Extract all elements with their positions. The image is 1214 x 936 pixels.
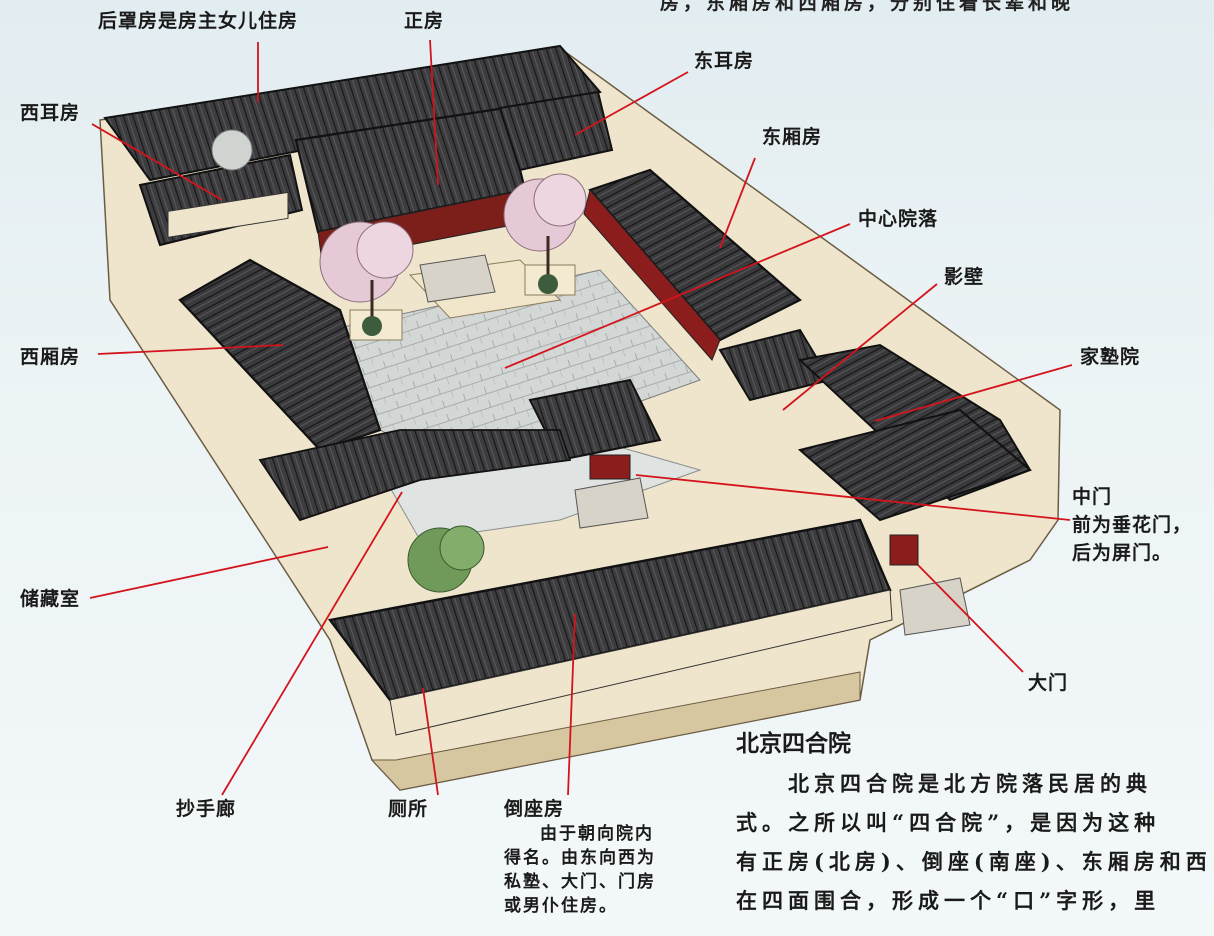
- label-east-ear-house: 东耳房: [694, 50, 755, 72]
- label-central-courtyard: 中心院落: [858, 208, 939, 230]
- label-west-ear-house: 西耳房: [20, 102, 81, 124]
- leader-dongerfang: [574, 71, 689, 136]
- leader-jiashuyuan: [874, 364, 1073, 422]
- leader-yingbi: [782, 283, 938, 411]
- leader-damen: [917, 564, 1024, 673]
- front-row-wall: [389, 589, 893, 736]
- south-house-note-line2: 得名。由东向西为: [504, 848, 656, 868]
- main-gate-door: [889, 534, 919, 566]
- leader-zhengfang: [429, 39, 439, 186]
- south-house-note-line1: 由于朝向院内: [540, 824, 654, 844]
- rear-tree: [211, 129, 253, 171]
- leader-chaoshoulang: [221, 491, 403, 796]
- label-middle-gate: 中门: [1072, 486, 1113, 508]
- label-school-yard: 家塾院: [1080, 346, 1141, 368]
- tree-east: [503, 173, 587, 296]
- south-house-note-line4: 或男仆住房。: [504, 896, 618, 916]
- west-wing-roof: [178, 258, 382, 452]
- east-wing-front: [583, 188, 721, 361]
- label-middle-gate-desc2: 后为屏门。: [1072, 542, 1173, 564]
- compound-base-side: [370, 671, 861, 791]
- south-house-note-line3: 私塾、大门、门房: [504, 872, 656, 892]
- label-south-house: 倒座房: [504, 798, 565, 820]
- main-gate-steps: [899, 577, 971, 636]
- label-storage-room: 储藏室: [20, 588, 81, 610]
- tree-west: [319, 221, 414, 341]
- west-ear-wall: [167, 191, 289, 238]
- label-main-gate: 大门: [1028, 672, 1069, 694]
- article-line-3: 有正房(北房)、倒座(南座)、东厢房和西: [736, 849, 1212, 874]
- leader-xixiangfang: [97, 344, 284, 355]
- article-line-4: 在四面围合，形成一个“口”字形，里: [736, 888, 1161, 913]
- article-line-2: 式。之所以叫“四合院”，是因为这种: [736, 810, 1161, 835]
- article-line-1: 北京四合院是北方院落民居的典: [736, 771, 1152, 796]
- label-corridor: 抄手廊: [176, 798, 237, 820]
- shrub-front: [407, 525, 485, 593]
- leader-lines: [89, 39, 1073, 796]
- leader-zhongxin: [504, 223, 851, 369]
- label-main-hall: 正房: [404, 10, 445, 32]
- article-title: 北京四合院: [736, 731, 851, 757]
- label-screen-wall: 影壁: [944, 266, 985, 288]
- leader-chucangshi: [89, 546, 329, 599]
- leader-cesuo: [422, 687, 439, 796]
- leader-dongxiangfang: [719, 157, 756, 249]
- top-partial-text: 房，东厢房和西厢房，分别住着长辈和晚: [660, 0, 1075, 14]
- label-toilet: 厕所: [388, 798, 429, 820]
- east-ear-roof: [498, 90, 614, 172]
- label-west-wing: 西厢房: [20, 346, 81, 368]
- label-east-wing: 东厢房: [762, 126, 823, 148]
- leader-daozuofang: [567, 613, 576, 796]
- corridor-roof: [258, 429, 572, 522]
- gate-steps-inner: [574, 477, 649, 529]
- leader-zhongmen: [635, 474, 1071, 521]
- label-middle-gate-desc1: 前为垂花门，: [1072, 514, 1193, 536]
- inner-gate-door: [589, 454, 631, 480]
- label-rear-house: 后罩房是房主女儿住房: [98, 10, 299, 32]
- main-hall-steps: [419, 254, 496, 303]
- leader-xierfang: [91, 123, 223, 201]
- article-block: 北京四合院 北京四合院是北方院落民居的典 式。之所以叫“四合院”，是因为这种 有…: [736, 728, 1214, 936]
